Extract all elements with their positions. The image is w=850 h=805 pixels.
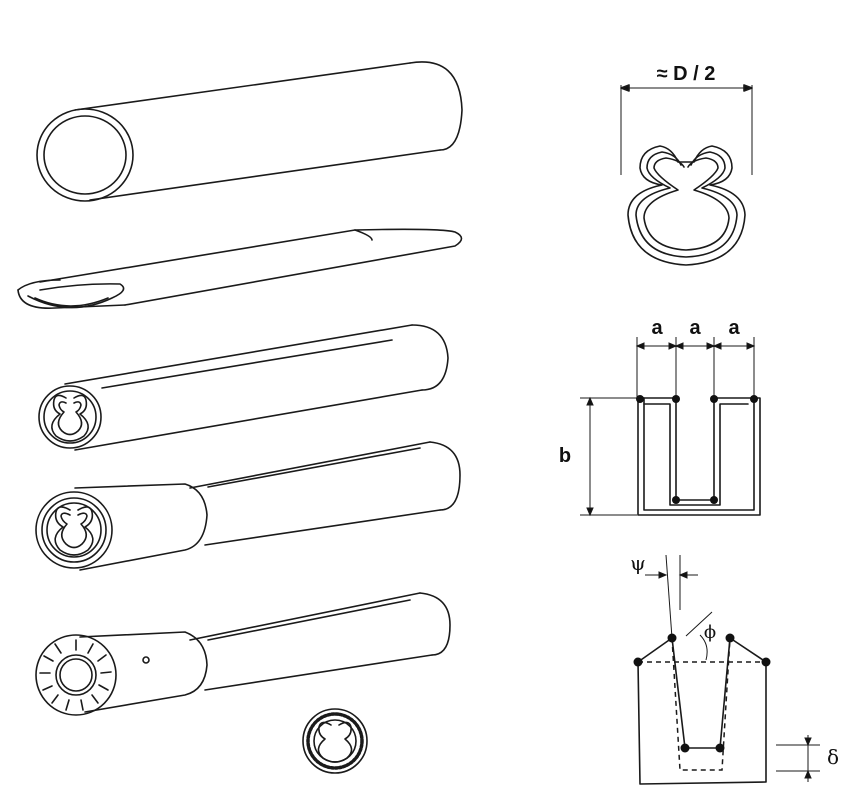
fin-marks — [39, 639, 112, 711]
width-label: ≈ D / 2 — [657, 63, 716, 85]
joint-dot — [710, 496, 718, 504]
joint-dot — [761, 657, 771, 667]
joint-dot — [672, 395, 680, 403]
joint-dot — [715, 743, 725, 753]
joint-dot — [633, 657, 643, 667]
folded-cross-section-large: ≈ D / 2 — [620, 63, 753, 266]
tube-plain — [36, 61, 463, 202]
joint-dot — [636, 395, 644, 403]
joint-dot — [667, 633, 677, 643]
angle-psi-label: ψ — [630, 551, 646, 575]
delta-label: δ — [827, 745, 839, 769]
joint-dot — [680, 743, 690, 753]
small-cross-section — [302, 708, 368, 774]
joint-dot — [672, 496, 680, 504]
joint-dot — [750, 395, 758, 403]
deformed-channel-diagram: ψ ϕ δ — [630, 551, 839, 785]
tube-folded-sleeve — [35, 441, 461, 571]
angle-phi-label: ϕ — [704, 622, 716, 643]
u-channel-diagram: a a a b — [559, 317, 761, 517]
joint-dot — [710, 395, 718, 403]
dim-a-3: a — [728, 317, 740, 339]
dim-b: b — [559, 445, 571, 467]
joint-dot — [725, 633, 735, 643]
strip-flattened — [17, 228, 463, 309]
dim-a-1: a — [651, 317, 663, 339]
tube-finned — [35, 592, 451, 716]
dim-a-2: a — [689, 317, 701, 339]
tube-folded — [38, 324, 449, 451]
